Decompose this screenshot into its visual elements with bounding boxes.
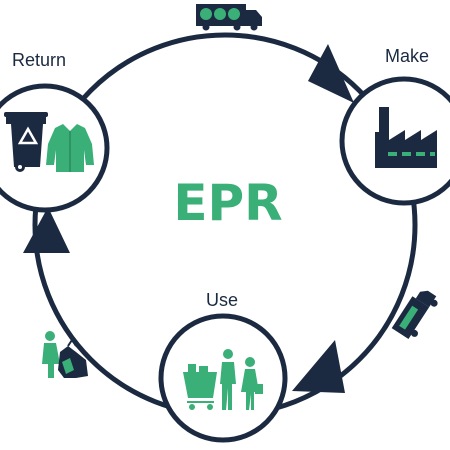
arrow-return-to-make <box>308 44 354 103</box>
delivery-truck-icon <box>391 290 438 340</box>
stage-label-return: Return <box>12 50 66 70</box>
stage-return: Return <box>0 50 110 213</box>
stage-label-make: Make <box>385 46 429 66</box>
arrow-use-to-return <box>23 207 70 253</box>
stage-use: Use <box>158 290 288 443</box>
money-truck-icon <box>196 4 262 31</box>
shopping-family-icon <box>183 349 263 410</box>
center-title: EPR <box>173 174 282 232</box>
factory-icon <box>375 107 437 168</box>
arrow-make-to-use <box>292 340 345 393</box>
recycle-bin-and-jacket-icon <box>4 112 94 172</box>
stage-make: Make <box>339 46 450 206</box>
stage-label-use: Use <box>206 290 238 310</box>
person-with-trash-bags-icon <box>42 331 88 378</box>
